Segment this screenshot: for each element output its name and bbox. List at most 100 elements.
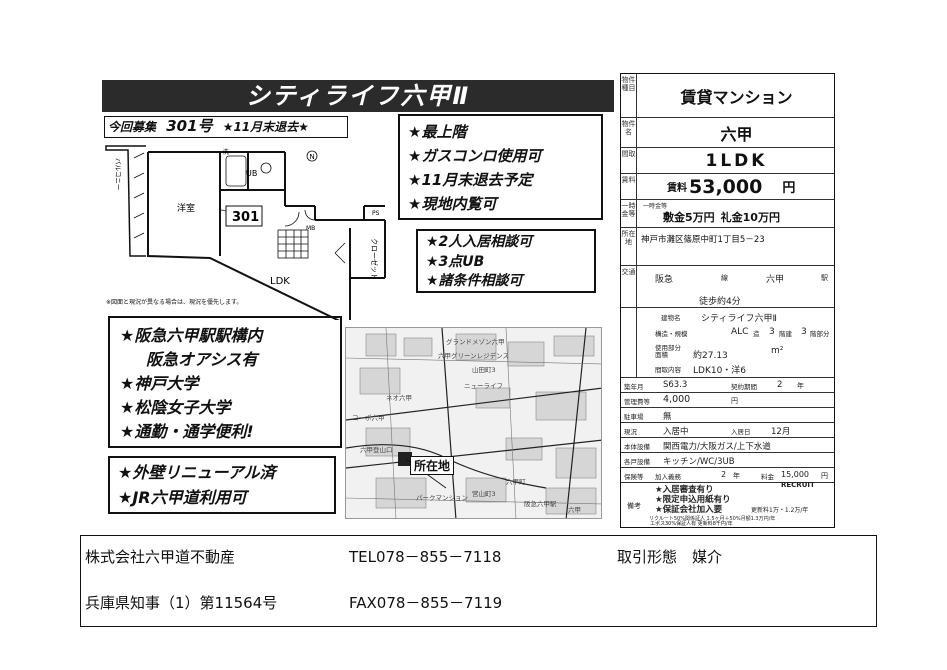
room-label-balcony: バルコニー (114, 158, 122, 190)
rent-prefix: 賃料 (667, 183, 687, 194)
map-label: グランドメゾン六甲 (446, 338, 505, 346)
room-label-closet: クローゼット (370, 238, 379, 280)
features-box-3: ★外壁リニューアル済 ★JR六甲道利用可 (108, 456, 336, 514)
built-value: S63.3 (663, 380, 688, 390)
room-label-wash: 洗 (223, 148, 229, 156)
floors-suffix: 階建 (779, 330, 792, 338)
row-label: 間取 (621, 148, 637, 173)
key-money: 礼金10万円 (720, 210, 780, 224)
map-label: 阪急六甲駅 (524, 500, 557, 508)
row-category: 物件種目 賃貸マンション (621, 74, 834, 118)
map-label: 六甲グリーンレジデンス (438, 352, 510, 360)
remark-item: ★入居審査有り (655, 485, 714, 495)
remarks-label: 備考 (627, 502, 641, 510)
feature-item: ★2人入居相談可 (426, 234, 533, 250)
deal-type: 取引形態 媒介 (617, 548, 723, 566)
map-label: 六甲町 (506, 478, 526, 486)
map-label: 山田町3 (472, 366, 496, 374)
row-parking: 駐車場 無 (621, 408, 834, 423)
row-remarks: 備考 ★入居審査有り ★限定申込用紙有り ★保証会社加入要 更新料1万・1.2万… (621, 481, 834, 527)
remark-small: リクルート50%関係証人 1.5ヶ月＋50%月額1.3万円/年 (649, 516, 776, 522)
feature-item: ★諸条件相談可 (426, 273, 523, 289)
map-label: ニューライフ (464, 382, 503, 390)
room-label-mb: MB (306, 225, 315, 232)
feature-item: ★11月末退去予定 (408, 171, 533, 189)
features-box-2: ★2人入居相談可 ★3点UB ★諸条件相談可 (416, 229, 596, 293)
recruit-logo: RECRUIT (781, 481, 815, 489)
row-label: 物件種目 (621, 74, 637, 117)
feature-item: ★3点UB (426, 253, 485, 270)
row-insurance: 保険等 加入義務 2 年 料金 15,000 円 (621, 468, 834, 483)
floorplan-note: ※図面と現況が異なる場合は、現況を優先します。 (106, 299, 243, 306)
area-unit: m² (771, 346, 784, 356)
location-item: 阪急オアシス有 (146, 350, 258, 369)
built-label: 築年月 (624, 383, 644, 391)
remark-item: ★限定申込用紙有り (655, 495, 731, 505)
room-label-301: 301 (232, 210, 259, 225)
row-status: 現況 入居中 入居日 12月 (621, 423, 834, 438)
room-label-western: 洋室 (177, 202, 195, 214)
row-label: 物件名 (621, 118, 637, 147)
map-label: ネオ六甲 (386, 394, 412, 402)
contract-unit: 年 (797, 382, 804, 390)
parking-label: 駐車場 (624, 413, 644, 421)
location-item: ★阪急六甲駅駅構内 (120, 326, 263, 345)
feature-item: ★外壁リニューアル済 (118, 463, 276, 482)
remark-fee: 更新料1万・1.2万/年 (751, 507, 809, 514)
north-arrow-icon: N (310, 153, 315, 161)
map-label: 六甲登山口 (360, 446, 393, 454)
room-label-ldk: LDK (270, 276, 290, 287)
row-built: 築年月 S63.3 契約期間 2 年 (621, 378, 834, 393)
row-layout: 間取 1LDK (621, 148, 834, 174)
company-license: 兵庫県知事（1）第11564号 (85, 594, 278, 612)
row-label: 所在地 (621, 228, 637, 265)
status-label: 現況 (624, 428, 637, 436)
recruit-label: 今回募集 (108, 120, 157, 134)
recruit-line: 今回募集 301号 ★11月末退去★ (104, 116, 348, 138)
room-number: 301号 (166, 117, 213, 135)
contract-label: 契約期間 (731, 383, 757, 391)
infra-label: 本体設備 (624, 443, 650, 451)
map-label: 六甲 (568, 506, 581, 514)
row-equip: 各戸設備 キッチン/WC/3UB (621, 453, 834, 468)
rent-unit: 円 (782, 181, 796, 196)
location-box: ★阪急六甲駅駅構内 阪急オアシス有 ★神戸大学 ★松陰女子大学 ★通勤・通学便利… (108, 316, 342, 448)
rent-amount: 53,000 (689, 175, 763, 198)
company-name: 株式会社六甲道不動産 (85, 548, 236, 566)
floor-value: 3 (801, 327, 807, 337)
movein-label: 入居日 (731, 428, 751, 436)
insurance-prefix: 加入義務 (655, 473, 681, 481)
bldg-name: シティライフ六甲Ⅱ (701, 314, 777, 324)
row-conditions: 一時金等 一時金等 敷金5万円 礼金10万円 (621, 200, 834, 228)
walk-time: 徒歩約4分 (699, 297, 741, 307)
floor-suffix: 階部分 (810, 330, 830, 338)
insurance-fee-label: 料金 (761, 473, 774, 481)
insurance-fee: 15,000 (781, 470, 809, 479)
property-category: 賃貸マンション (680, 87, 793, 107)
row-label: 賃料 (621, 174, 637, 199)
row-name: 物件名 六甲 (621, 118, 834, 148)
property-layout: 1LDK (705, 150, 768, 171)
rooms-value: LDK10・洋6 (693, 366, 747, 376)
property-info-table: 物件種目 賃貸マンション 物件名 六甲 間取 1LDK 賃料 賃料 53,000… (620, 73, 835, 528)
station-suffix: 駅 (821, 274, 828, 282)
equip-value: キッチン/WC/3UB (663, 457, 735, 467)
room-label-ps: PS (372, 210, 380, 217)
struct-label: 構造・規模 (655, 330, 688, 338)
insurance-years: 2 (721, 470, 727, 479)
parking-value: 無 (663, 412, 672, 422)
insurance-label: 保険等 (624, 473, 644, 481)
remark-small: エポス30%保証人有 更新料8千円/年 (650, 521, 733, 527)
company-box: 株式会社六甲道不動産 TEL078－855－7118 取引形態 媒介 兵庫県知事… (80, 535, 877, 627)
rooms-label: 間取内容 (655, 366, 681, 374)
equip-label: 各戸設備 (624, 458, 650, 466)
floors-total: 3 (769, 327, 775, 337)
row-label: 一時金等 (621, 200, 637, 227)
row-rent: 賃料 賃料 53,000 円 (621, 174, 834, 200)
location-item: ★神戸大学 (120, 374, 199, 393)
row-mgmt: 管理費等 4,000 円 (621, 393, 834, 408)
map-label: 宮山町3 (472, 490, 496, 498)
conditions-small-label: 一時金等 (643, 203, 668, 210)
mgmt-label: 管理費等 (624, 398, 650, 406)
location-item: ★通勤・通学便利! (120, 422, 254, 441)
